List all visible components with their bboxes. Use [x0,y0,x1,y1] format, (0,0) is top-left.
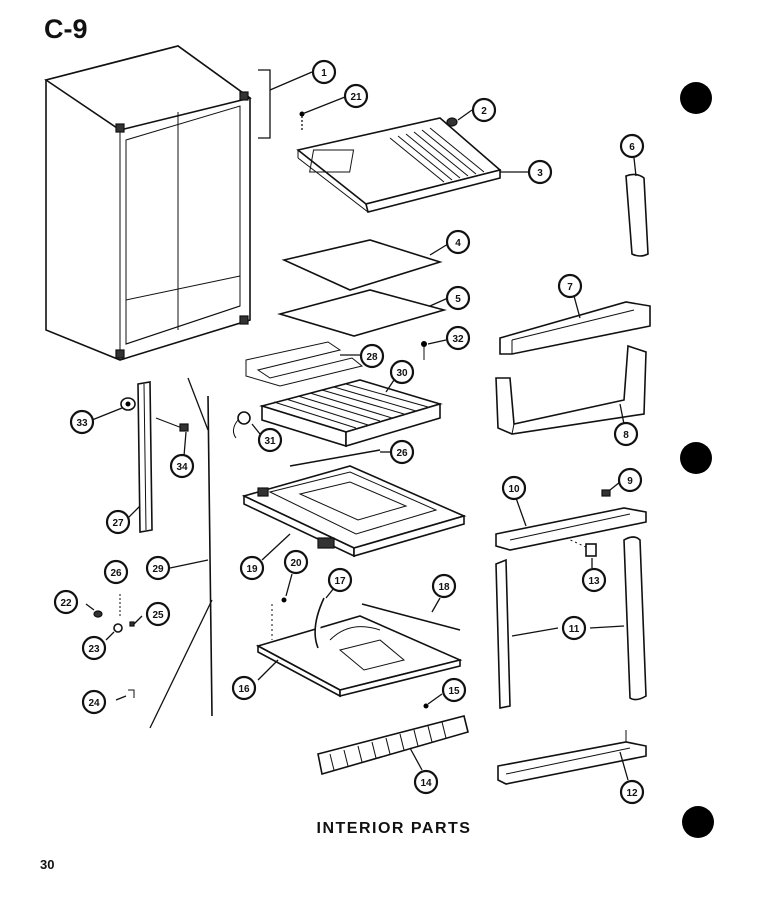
callout-33: 33 [69,409,95,435]
callout-23: 23 [81,635,107,661]
sensor-part [232,411,251,439]
svg-text:1: 1 [321,68,327,79]
callout-27: 27 [105,509,131,535]
callout-24: 24 [81,689,107,715]
evaporator-part [259,379,443,448]
door-shelf-lower-part [497,730,647,785]
svg-text:17: 17 [334,576,346,587]
callout-28: 28 [359,343,385,369]
handle-trim-part [625,173,649,257]
svg-text:5: 5 [455,294,461,305]
callout-5: 5 [445,285,471,311]
callout-11: 11 [561,615,587,641]
callout-19: 19 [239,555,265,581]
svg-text:2: 2 [481,106,487,117]
svg-text:20: 20 [290,558,302,569]
svg-text:16: 16 [238,684,250,695]
callout-26-upper: 26 [389,439,415,465]
liner-sheet-part [277,289,447,337]
svg-text:18: 18 [438,582,450,593]
svg-text:24: 24 [88,698,100,709]
svg-text:8: 8 [623,430,629,441]
svg-text:27: 27 [112,518,124,529]
svg-text:26: 26 [396,448,408,459]
page-title: C-9 [44,14,88,44]
door-bar-part [495,507,647,551]
svg-text:11: 11 [569,624,580,635]
callout-14: 14 [413,769,439,795]
sheet-part [281,239,443,291]
callout-31: 31 [257,427,283,453]
svg-text:6: 6 [629,142,635,153]
top-panel-part [296,117,502,213]
svg-text:34: 34 [176,462,188,473]
callout-6: 6 [619,133,645,159]
drip-tray-part [255,615,463,698]
callout-20: 20 [283,549,309,575]
svg-text:15: 15 [448,686,460,697]
callout-8: 8 [613,421,639,447]
svg-text:13: 13 [588,576,600,587]
callout-4: 4 [445,229,471,255]
callout-21: 21 [343,83,369,109]
heater-loop-part [245,341,364,387]
callout-30: 30 [389,359,415,385]
svg-text:19: 19 [246,564,258,575]
door-bin-part [495,344,647,435]
svg-text:14: 14 [420,778,432,789]
callout-3: 3 [527,159,553,185]
diagram-caption: INTERIOR PARTS [316,820,472,837]
svg-text:4: 4 [455,238,461,249]
callout-15: 15 [441,677,467,703]
svg-text:29: 29 [152,564,164,575]
callout-25: 25 [145,601,171,627]
callout-16: 16 [231,675,257,701]
callout-26-lower: 26 [103,559,129,585]
svg-text:21: 21 [350,92,362,103]
page-number: 30 [40,857,55,872]
callout-10: 10 [501,475,527,501]
callout-7: 7 [557,273,583,299]
callout-22: 22 [53,589,79,615]
svg-text:32: 32 [452,334,464,345]
grille-part [317,715,469,776]
side-rail-part [137,381,153,533]
callout-13: 13 [581,567,607,593]
door-shelf-upper-part [499,301,651,355]
svg-text:9: 9 [627,476,633,487]
svg-text:23: 23 [88,644,100,655]
callout-29: 29 [145,555,171,581]
svg-text:31: 31 [264,436,276,447]
callout-34: 34 [169,453,195,479]
svg-text:7: 7 [567,282,573,293]
callout-32: 32 [445,325,471,351]
svg-text:12: 12 [626,788,638,799]
callout-12: 12 [619,779,645,805]
svg-text:30: 30 [396,368,408,379]
callout-9: 9 [617,467,643,493]
svg-text:10: 10 [508,484,520,495]
cabinet-part [44,45,252,361]
callout-1: 1 [311,59,337,85]
svg-text:3: 3 [537,168,543,179]
callout-17: 17 [327,567,353,593]
door-side-rails-part [495,536,647,709]
svg-text:33: 33 [76,418,88,429]
svg-text:25: 25 [152,610,164,621]
tray-frame-part [241,465,467,558]
svg-text:26: 26 [110,568,122,579]
callout-2: 2 [471,97,497,123]
callout-18: 18 [431,573,457,599]
svg-text:22: 22 [60,598,72,609]
svg-text:28: 28 [366,352,378,363]
